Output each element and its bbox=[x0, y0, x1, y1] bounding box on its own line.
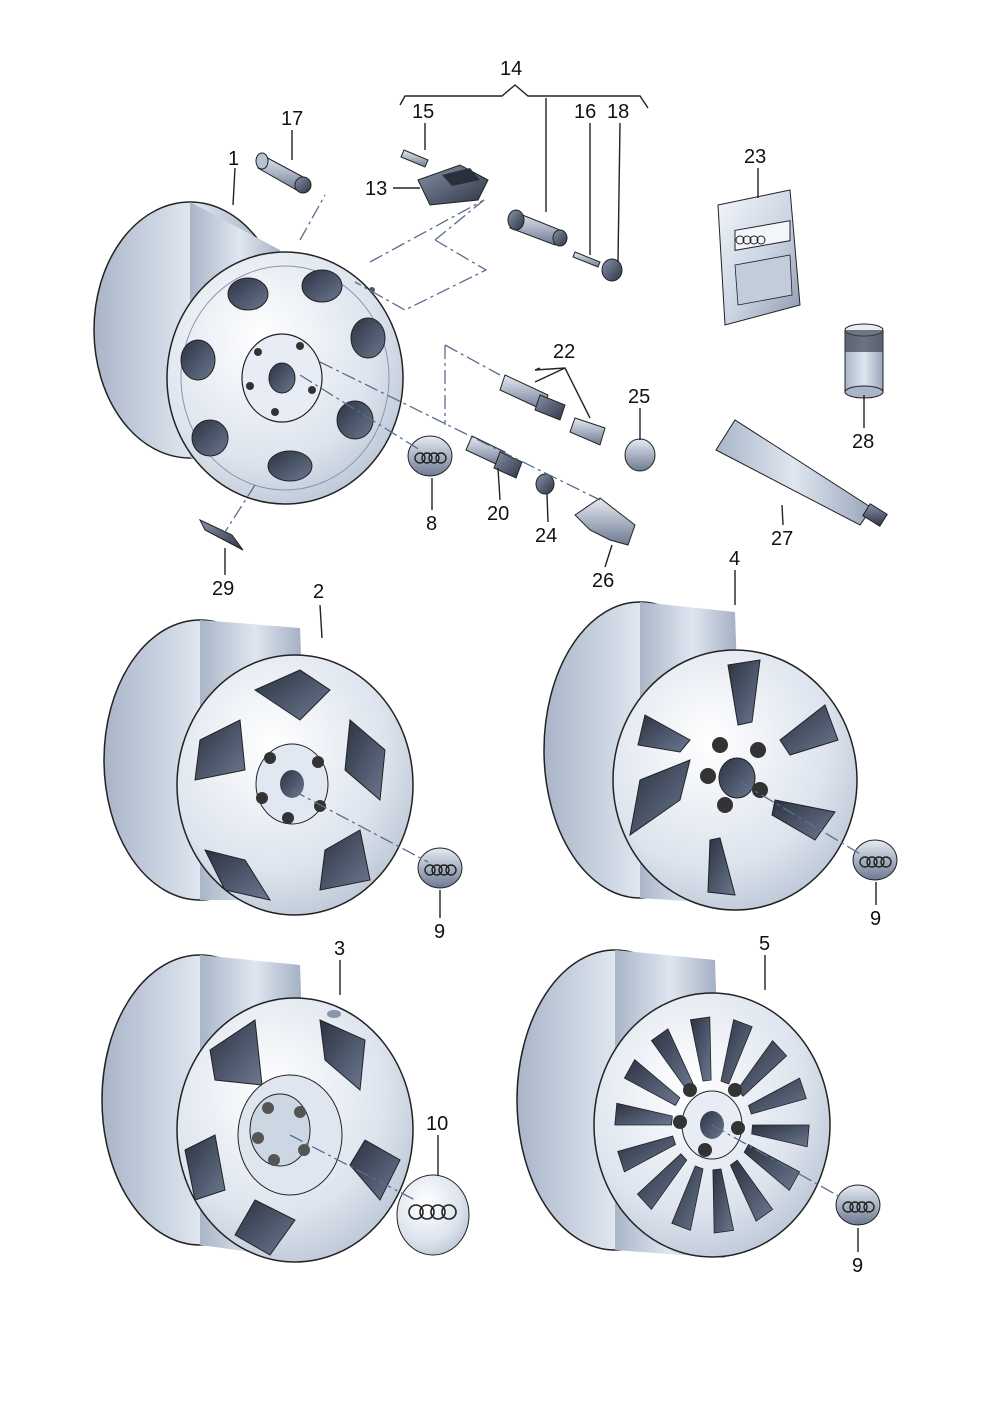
hub-cap-9-b bbox=[852, 839, 898, 881]
callout-2: 2 bbox=[313, 581, 324, 603]
assembly-lines bbox=[224, 194, 863, 1201]
bolt-22 bbox=[499, 374, 606, 446]
wheel-2 bbox=[103, 619, 414, 916]
callout-28: 28 bbox=[852, 431, 874, 453]
wheel-5 bbox=[516, 949, 831, 1258]
wheel-3 bbox=[101, 954, 414, 1263]
callout-9-a: 9 bbox=[434, 921, 445, 943]
callout-16: 16 bbox=[574, 101, 596, 123]
wheel-4 bbox=[543, 601, 858, 911]
callout-20: 20 bbox=[487, 503, 509, 525]
center-cap-10 bbox=[396, 1174, 470, 1256]
sensor-13 bbox=[417, 164, 489, 206]
tube-27 bbox=[715, 419, 888, 527]
valve-17 bbox=[255, 152, 312, 194]
wheel-5-spoke-opening bbox=[614, 1102, 673, 1126]
wheel-5-spoke-opening bbox=[617, 1135, 676, 1173]
package-23 bbox=[717, 189, 801, 326]
wheel-1 bbox=[93, 201, 404, 505]
callout-15: 15 bbox=[412, 101, 434, 123]
valve-core-16 bbox=[572, 251, 601, 268]
callout-8: 8 bbox=[426, 513, 437, 535]
nut-24 bbox=[535, 473, 555, 495]
bolt-15 bbox=[400, 149, 429, 168]
callouts: 1 17 15 14 16 18 13 23 22 25 28 8 20 24 … bbox=[212, 58, 881, 1277]
callout-18: 18 bbox=[607, 101, 629, 123]
callout-26: 26 bbox=[592, 570, 614, 592]
wheel-5-spoke-opening bbox=[689, 1016, 712, 1082]
wheel-5-spoke-opening bbox=[636, 1153, 688, 1211]
wheel-5-spoke-opening bbox=[623, 1058, 681, 1107]
tool-26 bbox=[574, 497, 636, 546]
wheel-5-spoke-opening bbox=[712, 1168, 735, 1234]
callout-13: 13 bbox=[365, 178, 387, 200]
valve-cap-18 bbox=[601, 258, 623, 282]
hub-cap-8 bbox=[407, 435, 453, 477]
callout-3: 3 bbox=[334, 938, 345, 960]
callout-17: 17 bbox=[281, 108, 303, 130]
callout-25: 25 bbox=[628, 386, 650, 408]
callout-5: 5 bbox=[759, 933, 770, 955]
nut-25 bbox=[624, 438, 656, 472]
wheel-5-spoke-opening bbox=[751, 1124, 810, 1148]
hub-cap-9-a bbox=[417, 847, 463, 889]
wheel-5-spoke-opening bbox=[720, 1019, 753, 1085]
wheel-5-spoke-opening bbox=[743, 1143, 801, 1192]
can-28 bbox=[844, 323, 884, 399]
callout-23: 23 bbox=[744, 146, 766, 168]
callout-22: 22 bbox=[553, 341, 575, 363]
valve-stem-14 bbox=[507, 209, 568, 247]
hub-cap-9-c bbox=[835, 1184, 881, 1226]
callout-14: 14 bbox=[500, 58, 522, 80]
wheel-5-spoke-opening bbox=[671, 1165, 704, 1231]
callout-9-b: 9 bbox=[870, 908, 881, 930]
wheel-5-spoke-opening bbox=[748, 1077, 807, 1115]
bolt-20 bbox=[465, 435, 523, 479]
weight-29 bbox=[198, 518, 244, 551]
callout-4: 4 bbox=[729, 548, 740, 570]
callout-27: 27 bbox=[771, 528, 793, 550]
callout-29: 29 bbox=[212, 578, 234, 600]
callout-24: 24 bbox=[535, 525, 557, 547]
leader-lines bbox=[224, 84, 877, 1252]
callout-10: 10 bbox=[426, 1113, 448, 1135]
wheel-5-spoke-opening bbox=[736, 1039, 788, 1097]
callout-9-c: 9 bbox=[852, 1255, 863, 1277]
callout-1: 1 bbox=[228, 148, 239, 170]
wheel-5-spoke-opening bbox=[729, 1159, 774, 1222]
